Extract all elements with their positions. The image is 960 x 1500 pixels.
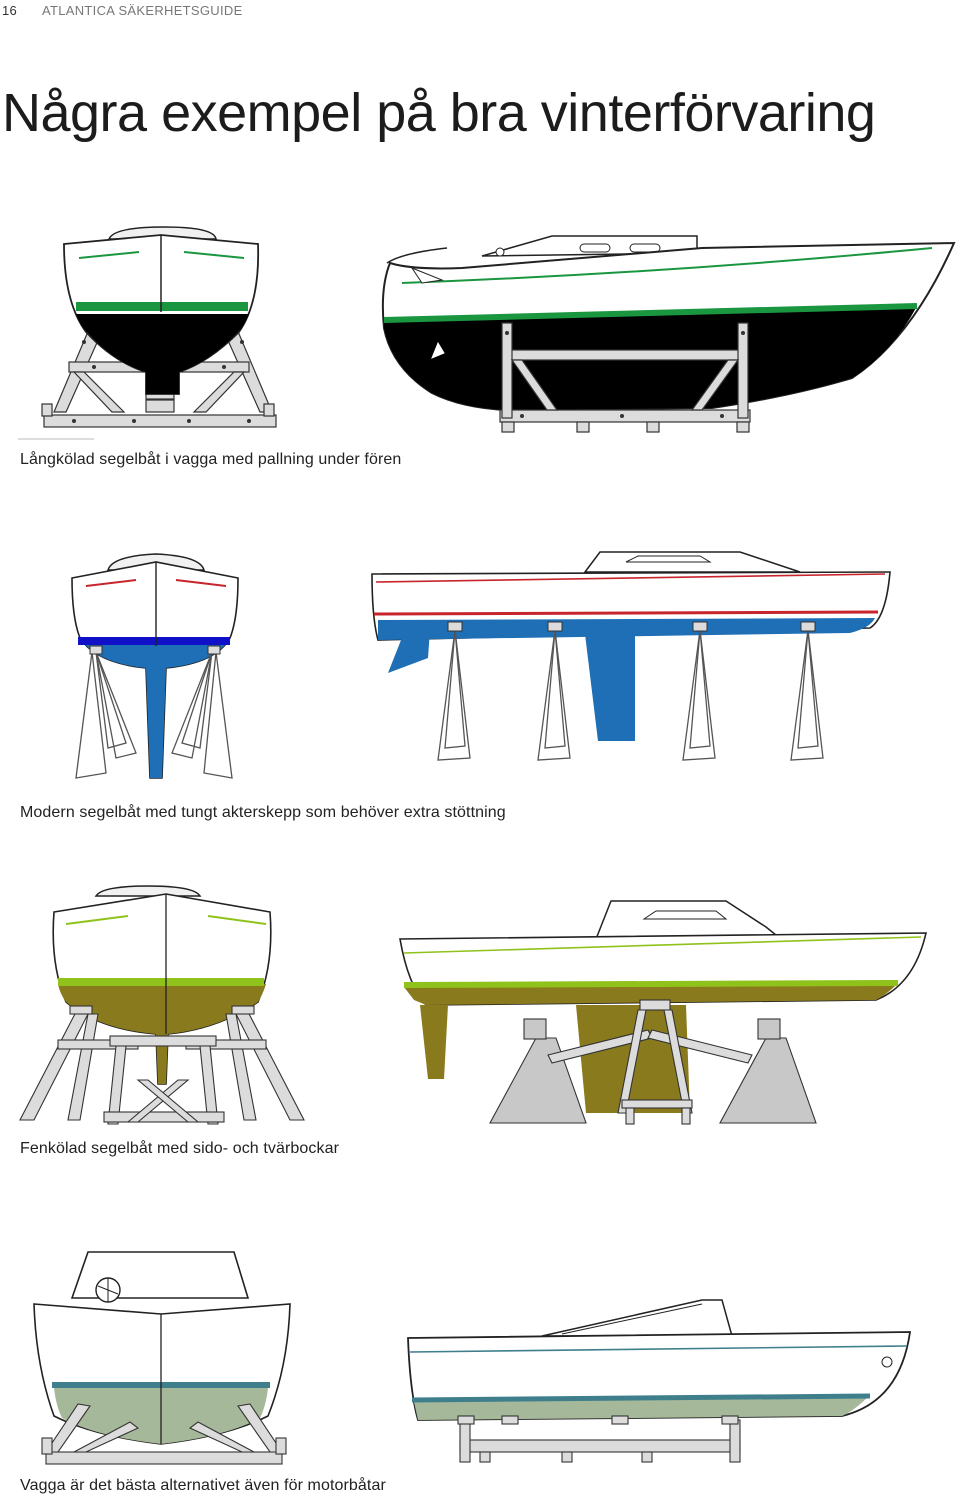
finkeel-front-illustration (19, 885, 305, 1125)
section-caption: Fenkölad segelbåt med sido- och tvärbock… (20, 1140, 340, 1157)
longkeel-front-illustration (18, 226, 277, 440)
motorboat-side-illustration (407, 1299, 912, 1463)
running-title: ATLANTICA SÄKERHETSGUIDE (42, 3, 243, 18)
section-caption: Vagga är det bästa alternativet även för… (20, 1477, 386, 1494)
section-caption: Modern segelbåt med tungt akterskepp som… (20, 804, 506, 821)
motorboat-front-illustration (33, 1251, 291, 1465)
page-number: 16 (2, 3, 18, 18)
finkeel-side-illustration (399, 900, 928, 1125)
modern-side-illustration (371, 551, 891, 761)
section-caption: Långkölad segelbåt i vagga med pallning … (20, 451, 402, 468)
longkeel-side-illustration (381, 235, 956, 433)
page-title: Några exempel på bra vinterförvaring (2, 83, 876, 143)
modern-front-illustration (71, 553, 239, 779)
